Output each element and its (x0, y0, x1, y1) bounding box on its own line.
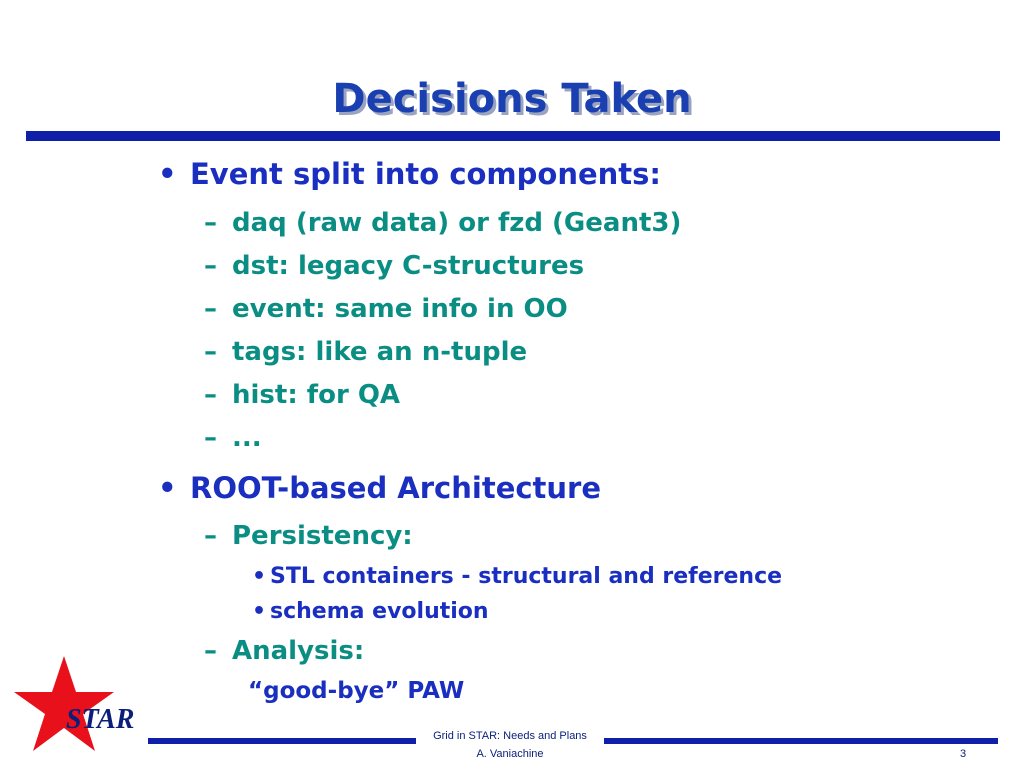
dash-marker: – (204, 251, 217, 281)
dash-marker: – (204, 636, 217, 666)
footer-author: A. Vaniachine (476, 748, 544, 760)
footer-rule-right (604, 738, 998, 744)
slide-title: Decisions Taken (332, 76, 692, 122)
dash-marker: – (204, 521, 217, 551)
sub-bullet-text: tags: like an n-tuple (232, 337, 528, 367)
dash-marker: – (204, 294, 217, 324)
bullet-root-architecture: • ROOT-based Architecture (158, 471, 601, 505)
bullet-marker: • (158, 157, 177, 191)
sub-bullet-text: dst: legacy C-structures (232, 251, 585, 281)
sub-bullet-dst: –dst: legacy C-structures (204, 251, 584, 281)
bullet-marker: • (158, 471, 177, 505)
sub-bullet-text: hist: for QA (232, 380, 401, 410)
sub-bullet-event: –event: same info in OO (204, 294, 568, 324)
sub-sub-bullet-text: schema evolution (270, 599, 489, 624)
sub-sub-bullet-stl: •STL containers - structural and referen… (252, 564, 782, 589)
sub-bullet-analysis: –Analysis: (204, 636, 364, 666)
footer-rule-left (148, 738, 416, 744)
footer-presentation-title: Grid in STAR: Needs and Plans (433, 730, 587, 742)
analysis-continuation: “good-bye” PAW (248, 678, 465, 704)
dash-marker: – (204, 423, 217, 453)
dot-marker: • (252, 599, 267, 624)
dash-marker: – (204, 337, 217, 367)
sub-bullet-ellipsis: –... (204, 423, 262, 453)
bullet-event-split: • Event split into components: (158, 157, 661, 191)
sub-sub-bullet-text: STL containers - structural and referenc… (270, 564, 783, 589)
bullet-text: ROOT-based Architecture (190, 471, 602, 505)
bullet-text: Event split into components: (190, 157, 662, 191)
sub-bullet-text: ... (232, 423, 262, 453)
sub-bullet-text: Persistency: (232, 521, 413, 551)
dash-marker: – (204, 208, 217, 238)
sub-bullet-persistency: –Persistency: (204, 521, 413, 551)
star-logo-text: STAR (66, 704, 135, 735)
sub-bullet-text: event: same info in OO (232, 294, 568, 324)
sub-bullet-daq: –daq (raw data) or fzd (Geant3) (204, 208, 681, 238)
sub-bullet-tags: –tags: like an n-tuple (204, 337, 527, 367)
sub-sub-bullet-schema: •schema evolution (252, 599, 489, 624)
red-star-icon (14, 656, 114, 751)
sub-bullet-text: Analysis: (232, 636, 365, 666)
page-number: 3 (960, 748, 967, 760)
dash-marker: – (204, 380, 217, 410)
sub-bullet-hist: –hist: for QA (204, 380, 400, 410)
sub-bullet-text: daq (raw data) or fzd (Geant3) (232, 208, 682, 238)
title-rule (26, 131, 1000, 141)
dot-marker: • (252, 564, 267, 589)
